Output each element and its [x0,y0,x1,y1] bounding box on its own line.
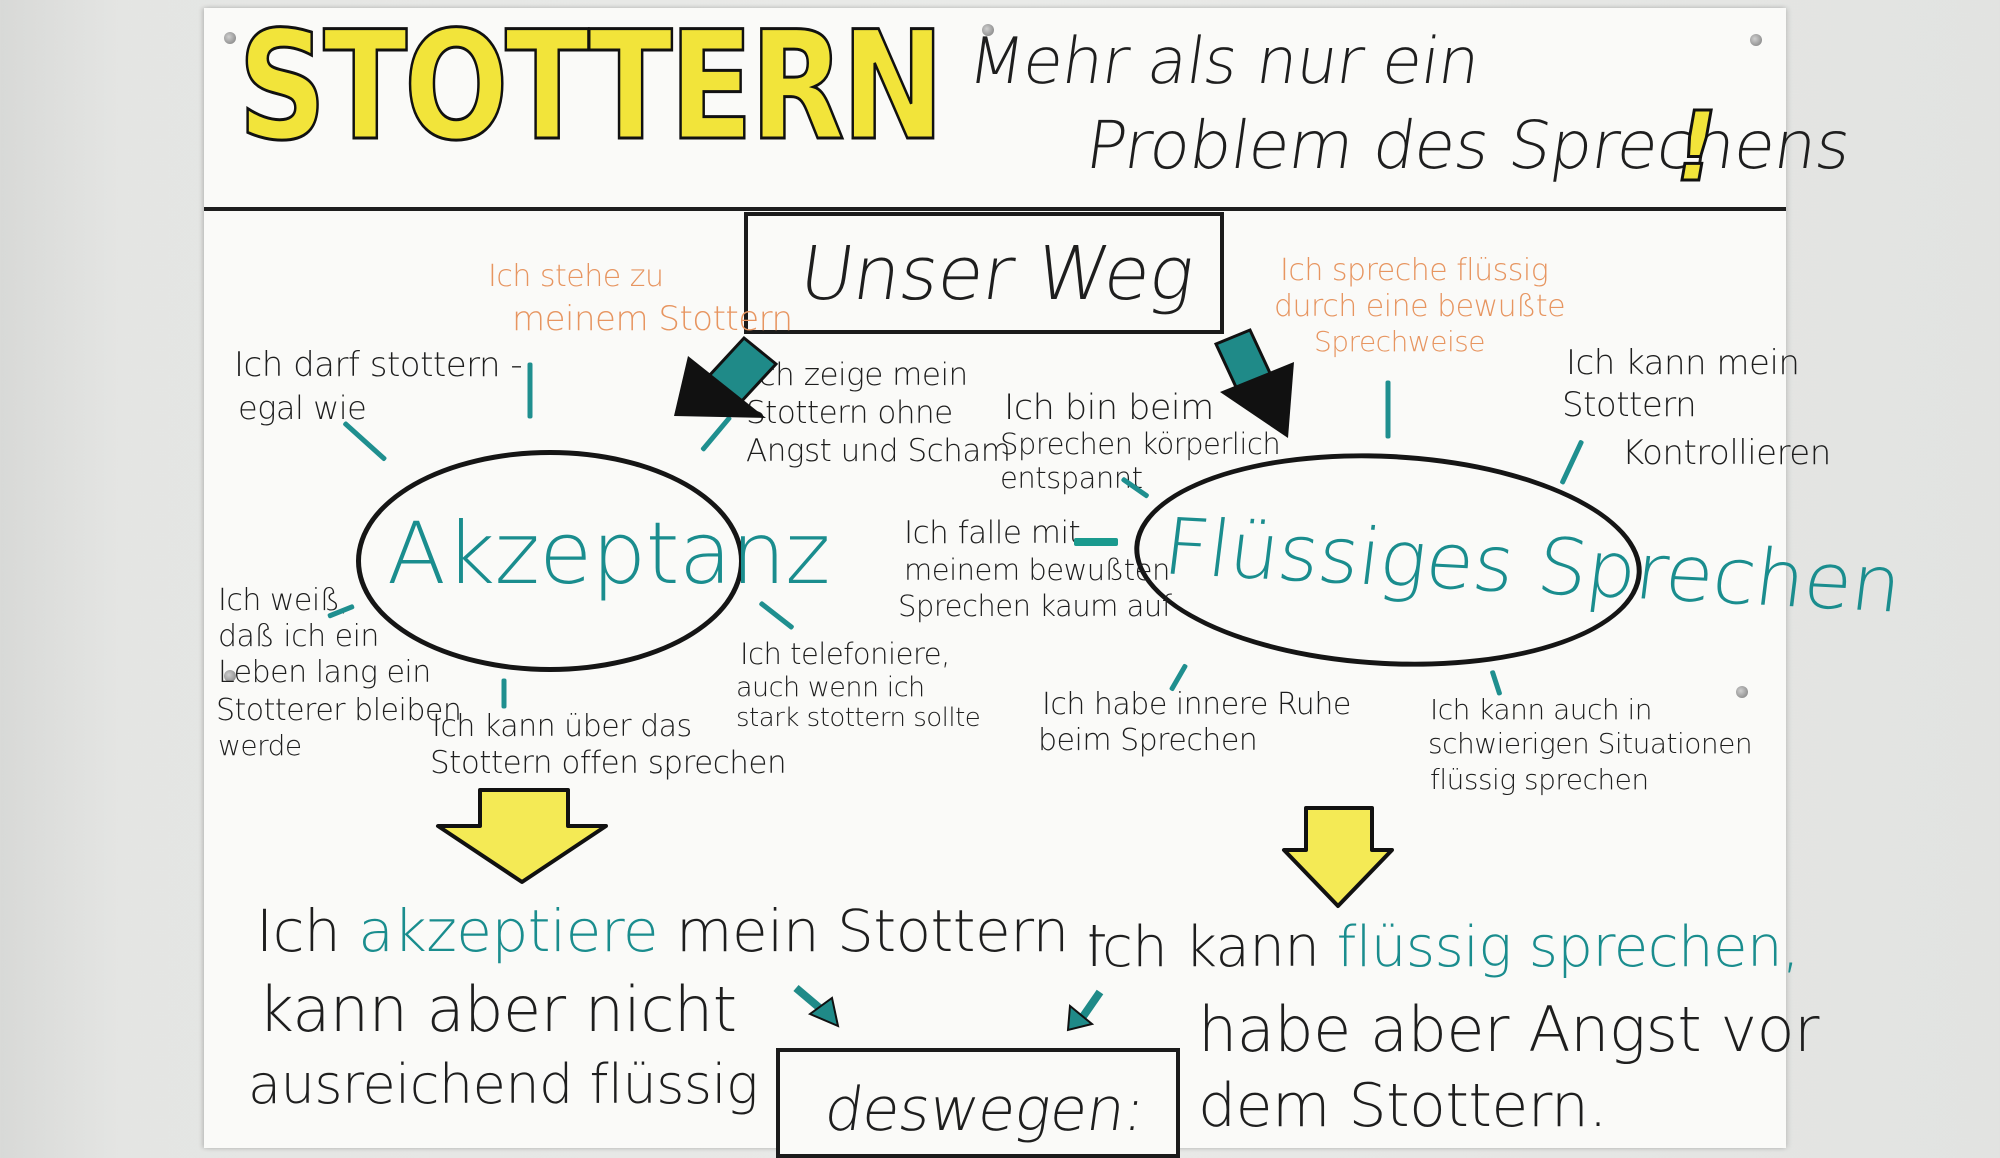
note-darf-line2: egal wie [238,389,367,427]
note-kontr-line2: Stottern [1562,385,1697,425]
note-ruhe-line2: beim Sprechen [1038,723,1258,758]
pin-mid-right [1736,686,1748,698]
arrow-layer [436,328,1394,1032]
tick-falle [1074,538,1118,546]
akzeptanz-label: Akzeptanz [387,504,830,604]
bottom-right-line2: habe aber Angst vor [1198,993,1820,1066]
note-darf-line1: Ich darf stottern - [234,345,523,385]
note-tel-line3: stark stottern sollte [736,703,981,733]
akzeptanz-oval: Akzeptanz [356,450,830,672]
note-kontr-line1: Ich kann mein [1566,343,1800,383]
note-weiss-line5: werde [218,729,302,762]
bottom-left-line2: kann aber nicht [258,973,737,1046]
note-beim-line2: Sprechen körperlich [1000,427,1281,461]
bottom-left-rest: mein Stottern - [676,897,1108,965]
note-tel-line1: Ich telefoniere, [740,637,950,671]
note-weiss-line4: Stotterer bleiben [216,693,462,728]
deswegen-label: deswegen: [820,1075,1150,1145]
note-weiss-line3: Leben lang ein [218,655,431,690]
teal-black-arrow-right [1213,328,1294,438]
note-beim-line3: entspannt [1000,461,1143,495]
pin-top-center [982,24,994,36]
note-weiss-line1: Ich weiß, [218,583,349,618]
header-divider [204,207,1786,211]
yellow-arrow-left [436,788,608,884]
bottom-left-ich: Ich [256,897,341,965]
note-fluessig-line3: Sprechweise [1314,325,1486,358]
note-offen-line1: Ich kann über das [432,709,692,744]
note-zeige-line2: Stottern ohne [746,395,953,431]
bottom-left-line1: Ich akzeptiere mein Stottern - [256,897,1108,965]
note-beim-line1: Ich bin beim [1004,388,1214,428]
small-arrow-left [793,984,840,1028]
pin-top-right [1750,34,1762,46]
bottom-right-line3: dem Stottern. [1198,1071,1608,1141]
note-schw-line3: flüssig sprechen [1430,763,1649,796]
bottom-right-lead: Ich kann [1086,915,1320,980]
bottom-right-line1: Ich kann flüssig sprechen, [1086,915,1800,980]
poster-board: STOTTERN Mehr als nur ein Problem des Sp… [204,0,1906,1158]
bottom-right-fluessig: flüssig sprechen, [1336,915,1800,980]
note-schw-line2: schwierigen Situationen [1428,727,1753,760]
unser-weg-box: Unser Weg [744,212,1224,334]
note-fluessig-line1: Ich spreche flüssig [1280,253,1549,288]
yellow-arrow-right [1282,806,1394,908]
note-schw-line1: Ich kann auch in [1430,693,1653,726]
poster-title: STOTTERN [237,0,946,176]
note-weiss-line2: daß ich ein [218,619,379,654]
small-arrow-right [1066,989,1104,1032]
note-zeige-line1: Ich zeige mein [750,357,968,393]
note-offen-line2: Stottern offen sprechen [430,745,787,781]
note-kontr-line3: Kontrollieren [1622,433,1831,473]
deswegen-box: deswegen: [776,1048,1180,1158]
note-tel-line2: auch wenn ich [736,672,925,703]
note-falle-line1: Ich falle mit [904,515,1081,551]
bottom-left-akzeptiere: akzeptiere [358,897,659,965]
pin-top-left [224,32,236,44]
note-falle-line2: meinem bewußten [904,553,1170,587]
teal-black-arrow-left [674,335,779,418]
note-zeige-line3: Angst und Scham [746,433,1011,469]
note-falle-line3: Sprechen kaum auf [898,589,1172,623]
pin-mid-left [224,670,236,682]
note-stehe-line2: meinem Stottern [512,299,793,339]
note-fluessig-line2: durch eine bewußte [1274,289,1566,324]
note-ruhe-line1: Ich habe innere Ruhe [1042,687,1351,722]
note-stehe-line1: Ich stehe zu [488,259,664,294]
